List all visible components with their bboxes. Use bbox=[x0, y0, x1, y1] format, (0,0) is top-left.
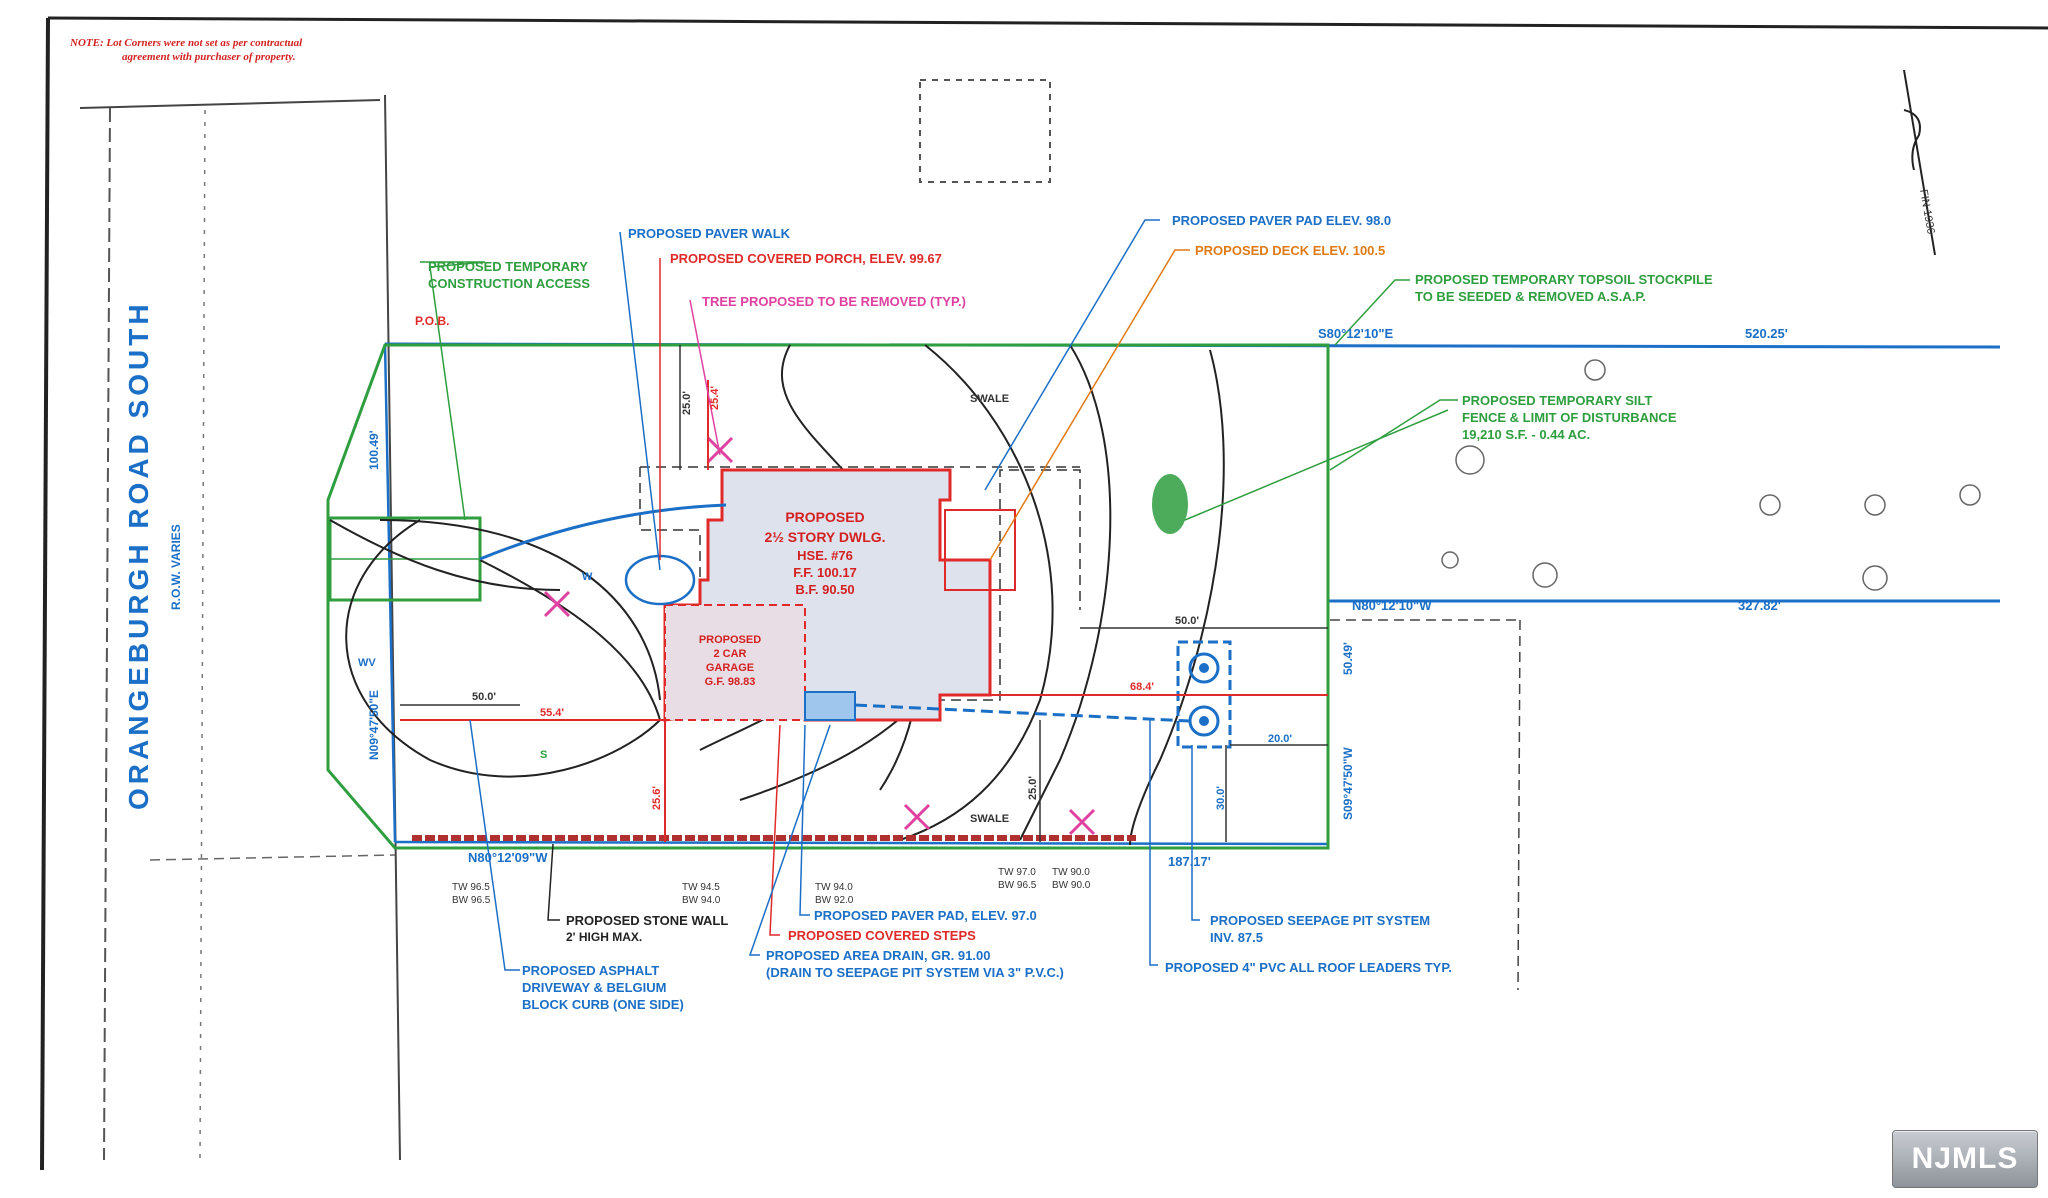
callout-asphalt-2: DRIVEWAY & BELGIUM bbox=[522, 980, 666, 995]
tree-removal-marks bbox=[543, 436, 1096, 836]
paver-walk-pad bbox=[624, 554, 696, 606]
north-arrow: FIN 1936 bbox=[1903, 69, 1937, 256]
house-label-5: B.F. 90.50 bbox=[795, 582, 854, 597]
dim-25-top: 25.0' bbox=[681, 391, 693, 415]
callout-pob: P.O.B. bbox=[415, 314, 449, 328]
dimension-lines-dark bbox=[400, 345, 1328, 842]
njmls-watermark: NJMLS bbox=[1892, 1130, 2038, 1188]
house-label-3: HSE. #76 bbox=[797, 548, 853, 563]
bearing-east-upper-length: 327.82' bbox=[1738, 598, 1781, 613]
spot-tw-c: TW 94.0 bbox=[815, 882, 853, 893]
spot-bw-left: BW 96.5 bbox=[452, 895, 491, 906]
bearing-west-length: 100.49' bbox=[367, 430, 381, 470]
callout-asphalt-3: BLOCK CURB (ONE SIDE) bbox=[522, 997, 684, 1012]
spot-bw-c: BW 92.0 bbox=[815, 895, 854, 906]
callout-silt-1: PROPOSED TEMPORARY SILT bbox=[1462, 393, 1653, 408]
spot-grades: TW 96.5 BW 96.5 TW 94.5 BW 94.0 TW 94.0 … bbox=[452, 867, 1091, 906]
bearing-east-upper: N80°12'10"W bbox=[1352, 598, 1432, 613]
bearing-east-side-length: 50.49' bbox=[1341, 642, 1355, 675]
note-line-2: agreement with purchaser of property. bbox=[122, 51, 295, 63]
pvc-drain-line bbox=[854, 703, 1191, 723]
callout-temp-access-2: CONSTRUCTION ACCESS bbox=[428, 276, 590, 291]
garage-label-1: PROPOSED bbox=[699, 634, 761, 646]
bearing-east-side: S09°47'50"W bbox=[1341, 747, 1355, 820]
callout-topsoil-2: TO BE SEEDED & REMOVED A.S.A.P. bbox=[1415, 289, 1646, 304]
road-name: ORANGEBURGH ROAD SOUTH bbox=[123, 300, 154, 810]
bearing-north-length: 520.25' bbox=[1745, 326, 1788, 341]
callouts: PROPOSED PAVER WALK PROPOSED COVERED POR… bbox=[415, 213, 1713, 1012]
bearing-west-side: N09°47'50"E bbox=[367, 690, 381, 760]
spot-tw-left: TW 96.5 bbox=[452, 882, 490, 893]
callout-silt-3: 19,210 S.F. - 0.44 AC. bbox=[1462, 427, 1590, 442]
north-arrow-text: FIN 1936 bbox=[1917, 188, 1937, 235]
covered-steps-box bbox=[804, 691, 856, 721]
swale-bottom: SWALE bbox=[970, 813, 1009, 825]
road bbox=[79, 94, 401, 1161]
dim-30: 30.0' bbox=[1215, 786, 1227, 810]
callout-silt-2: FENCE & LIMIT OF DISTURBANCE bbox=[1462, 410, 1677, 425]
water-mark: W bbox=[582, 571, 593, 583]
garage-label-4: G.F. 98.83 bbox=[705, 676, 756, 688]
dim-25-bottom: 25.0' bbox=[1027, 776, 1039, 800]
callout-covered-porch: PROPOSED COVERED PORCH, ELEV. 99.67 bbox=[670, 251, 942, 266]
note-line-1: NOTE: Lot Corners were not set as per co… bbox=[69, 37, 303, 49]
callout-covered-steps: PROPOSED COVERED STEPS bbox=[788, 928, 976, 943]
callout-paver-pad-97: PROPOSED PAVER PAD, ELEV. 97.0 bbox=[814, 908, 1037, 923]
paver-walk-path bbox=[479, 503, 727, 561]
callout-stone-wall-1: PROPOSED STONE WALL bbox=[566, 913, 728, 928]
bearing-south-length: 187.17' bbox=[1168, 854, 1211, 869]
dim-25-6: 25.6' bbox=[651, 786, 663, 810]
garage-label-3: GARAGE bbox=[706, 662, 754, 674]
dimension-labels: 25.0' 25.4' 50.0' 50.0' 55.4' 68.4' 20.0… bbox=[472, 386, 1292, 810]
callout-paver-pad: PROPOSED PAVER PAD ELEV. 98.0 bbox=[1172, 213, 1391, 228]
existing-structure bbox=[919, 79, 1051, 183]
deck-outline bbox=[944, 509, 1016, 591]
spot-bw-r1: BW 96.5 bbox=[998, 880, 1037, 891]
callout-asphalt-1: PROPOSED ASPHALT bbox=[522, 963, 659, 978]
setback-lines bbox=[639, 466, 1081, 701]
bearing-north: S80°12'10"E bbox=[1318, 326, 1394, 341]
dim-68-4: 68.4' bbox=[1130, 681, 1154, 693]
sewer-mark: S bbox=[540, 749, 547, 761]
house-label-4: F.F. 100.17 bbox=[793, 565, 857, 580]
spot-bw-r2: BW 90.0 bbox=[1052, 880, 1091, 891]
callout-deck: PROPOSED DECK ELEV. 100.5 bbox=[1195, 243, 1385, 258]
callout-area-drain-1: PROPOSED AREA DRAIN, GR. 91.00 bbox=[766, 948, 990, 963]
house-label-1: PROPOSED bbox=[785, 509, 864, 525]
dim-55-4: 55.4' bbox=[540, 707, 564, 719]
dim-50-left: 50.0' bbox=[472, 691, 496, 703]
garage-outline bbox=[664, 604, 806, 721]
road-row: R.O.W. VARIES bbox=[169, 524, 183, 610]
leader-lines bbox=[420, 219, 1458, 971]
misc-labels: SWALE SWALE WV S W bbox=[358, 393, 1009, 825]
house-label-2: 2½ STORY DWLG. bbox=[764, 529, 885, 545]
dim-50-right: 50.0' bbox=[1175, 615, 1199, 627]
callout-paver-walk: PROPOSED PAVER WALK bbox=[628, 226, 791, 241]
dim-20: 20.0' bbox=[1268, 733, 1292, 745]
bearing-south: N80°12'09"W bbox=[468, 850, 548, 865]
callout-topsoil-1: PROPOSED TEMPORARY TOPSOIL STOCKPILE bbox=[1415, 272, 1713, 287]
callout-temp-access-1: PROPOSED TEMPORARY bbox=[428, 259, 588, 274]
limit-of-disturbance bbox=[326, 343, 1330, 850]
spot-tw-mid: TW 94.5 bbox=[682, 882, 720, 893]
callout-area-drain-2: (DRAIN TO SEEPAGE PIT SYSTEM VIA 3" P.V.… bbox=[766, 965, 1064, 980]
callout-tree-removed: TREE PROPOSED TO BE REMOVED (TYP.) bbox=[702, 294, 966, 309]
pencil-marks bbox=[1441, 359, 1981, 591]
bearings: S80°12'10"E 520.25' N80°12'10"W 327.82' … bbox=[367, 326, 1788, 869]
water-valve-label: WV bbox=[358, 657, 376, 669]
sheet-frame bbox=[40, 16, 2048, 1171]
spot-tw-r2: TW 90.0 bbox=[1052, 867, 1090, 878]
topsoil-stockpile bbox=[1152, 474, 1188, 534]
callout-seepage-1: PROPOSED SEEPAGE PIT SYSTEM bbox=[1210, 913, 1430, 928]
driveway bbox=[329, 519, 661, 778]
swale-top: SWALE bbox=[970, 393, 1009, 405]
dim-25-4: 25.4' bbox=[709, 386, 721, 410]
callout-seepage-2: INV. 87.5 bbox=[1210, 930, 1263, 945]
spot-bw-mid: BW 94.0 bbox=[682, 895, 721, 906]
garage-label-2: 2 CAR bbox=[713, 648, 746, 660]
spot-tw-r1: TW 97.0 bbox=[998, 867, 1036, 878]
callout-stone-wall-2: 2' HIGH MAX. bbox=[566, 930, 642, 944]
callout-pvc: PROPOSED 4" PVC ALL ROOF LEADERS TYP. bbox=[1165, 960, 1452, 975]
